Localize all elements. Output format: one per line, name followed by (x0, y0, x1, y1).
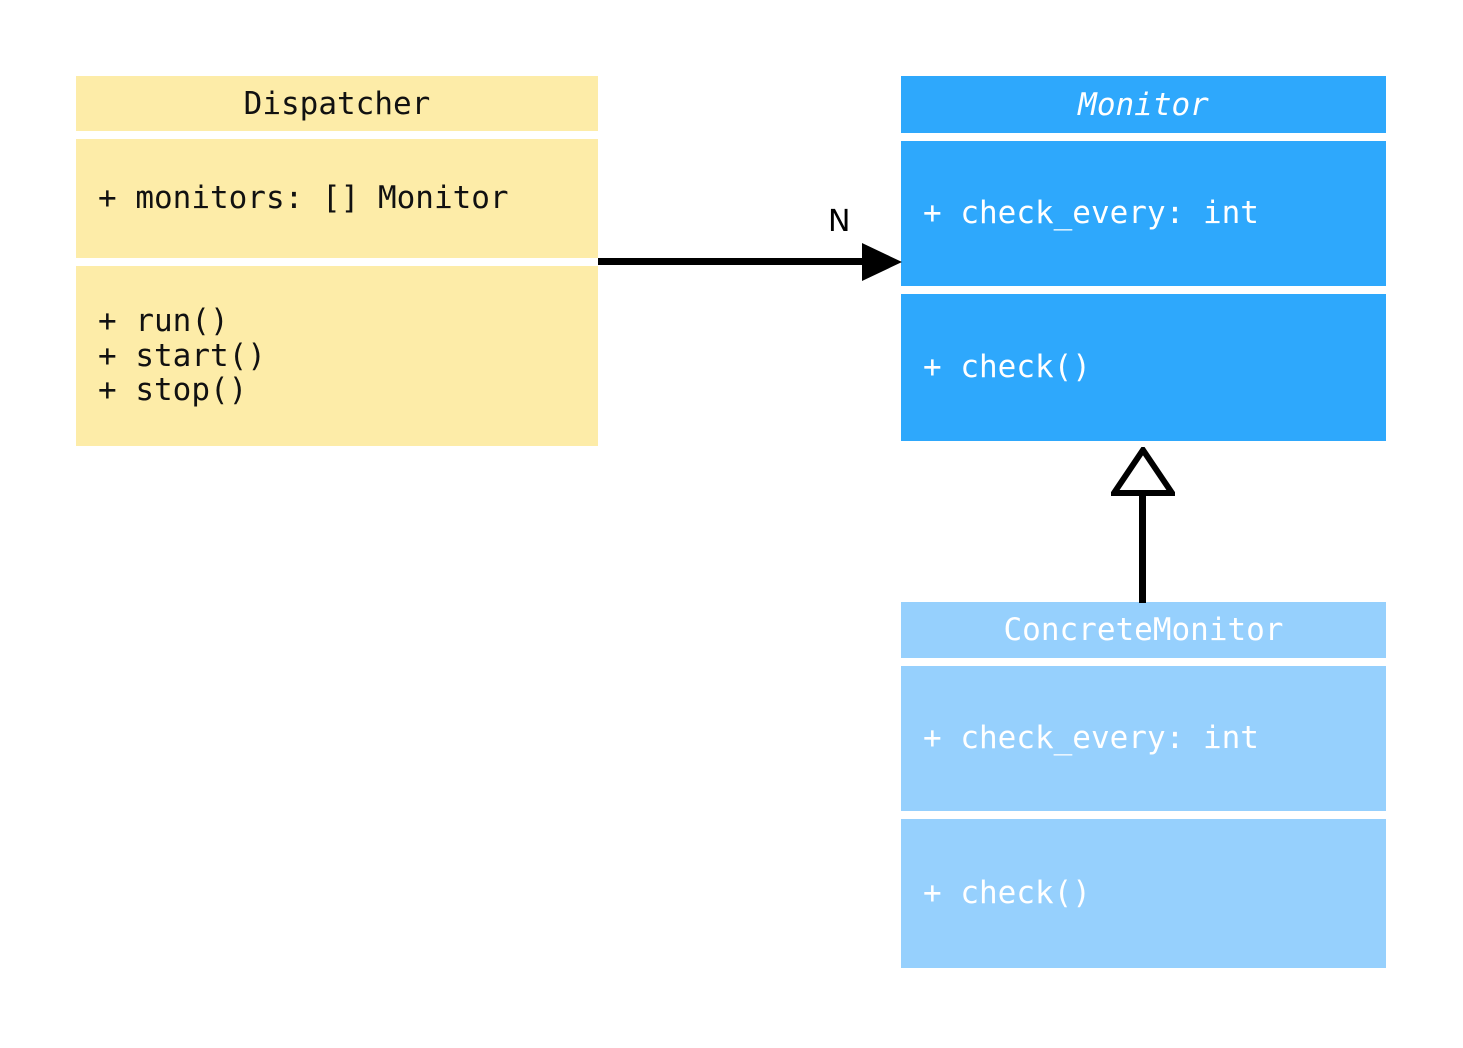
class-operations-dispatcher: + run() + start() + stop() (76, 266, 598, 446)
class-divider (901, 133, 1386, 141)
class-attributes-dispatcher: + monitors: [] Monitor (76, 139, 598, 258)
class-divider (901, 658, 1386, 666)
class-title-monitor: Monitor (901, 76, 1386, 133)
attribute-row: + monitors: [] Monitor (98, 180, 509, 217)
class-box-monitor[interactable]: Monitor + check_every: int + check() (901, 76, 1386, 441)
class-attributes-concrete-monitor: + check_every: int (901, 666, 1386, 811)
class-divider (901, 286, 1386, 294)
operation-row: + stop() (98, 372, 248, 409)
association-line-dispatcher-monitor (598, 258, 880, 265)
class-operations-monitor: + check() (901, 294, 1386, 441)
class-operations-concrete-monitor: + check() (901, 819, 1386, 968)
class-attributes-monitor: + check_every: int (901, 141, 1386, 286)
class-divider (76, 258, 598, 266)
operation-row: + check() (923, 349, 1091, 386)
class-title-concrete-monitor: ConcreteMonitor (901, 602, 1386, 658)
generalization-hollow-triangle-icon (1111, 447, 1175, 496)
generalization-line-concrete-monitor (1139, 488, 1146, 603)
class-box-concrete-monitor[interactable]: ConcreteMonitor + check_every: int + che… (901, 602, 1386, 968)
attribute-row: + check_every: int (923, 720, 1259, 757)
association-multiplicity-label: N (828, 204, 851, 239)
attribute-row: + check_every: int (923, 195, 1259, 232)
operation-row: + check() (923, 875, 1091, 912)
class-divider (76, 131, 598, 139)
class-divider (901, 811, 1386, 819)
class-title-dispatcher: Dispatcher (76, 76, 598, 131)
association-arrowhead-icon (862, 243, 902, 281)
class-box-dispatcher[interactable]: Dispatcher + monitors: [] Monitor + run(… (76, 76, 598, 446)
operation-row: + run() (98, 302, 229, 339)
operation-row: + start() (98, 337, 266, 374)
